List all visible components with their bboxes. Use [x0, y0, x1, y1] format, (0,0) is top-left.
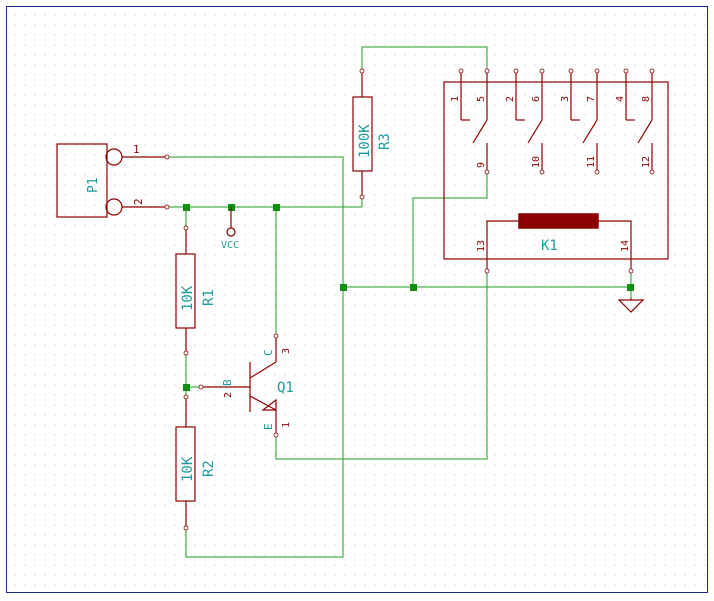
q1-emitter-label: E	[262, 423, 275, 430]
r1-ref-label: R1	[201, 289, 217, 306]
p1-ref-label: P1	[86, 177, 101, 193]
q1-ref-label: Q1	[277, 380, 294, 396]
connector-p1[interactable]: P1 1 2	[56, 143, 170, 218]
relay-pin-label-8: 8	[641, 96, 652, 102]
vcc-label: VCC	[221, 240, 239, 251]
r2-ref-label: R2	[201, 460, 217, 477]
r3-ref-label: R3	[377, 133, 393, 150]
p1-pin1-number: 1	[133, 143, 140, 156]
p1-pin2-number: 2	[132, 198, 145, 205]
relay-pin-label-10: 10	[531, 156, 542, 168]
resistor-r1[interactable]: 10K R1	[175, 225, 217, 356]
relay-pin-label-9: 9	[476, 162, 487, 168]
r3-value-label: 100K	[357, 124, 373, 158]
q1-base-label: B	[221, 379, 234, 386]
q1-collector-label: C	[262, 349, 275, 356]
r2-value-label: 10K	[180, 456, 196, 482]
relay-pin-label-6: 6	[531, 96, 542, 102]
relay-coil	[484, 213, 634, 274]
relay-pin-label-7: 7	[586, 96, 597, 102]
transistor-q1[interactable]: Q1 B 2 C 3 E 1	[198, 333, 294, 438]
k1-ref-label: K1	[541, 238, 558, 254]
relay-pin-label-2: 2	[505, 96, 516, 102]
vcc-power-symbol[interactable]: VCC	[221, 207, 239, 251]
resistor-r3[interactable]: 100K R3	[352, 68, 393, 200]
relay-top-pins	[458, 68, 655, 82]
relay-pin-label-3: 3	[560, 96, 571, 102]
ground-icon[interactable]	[617, 298, 645, 313]
relay-k1[interactable]: 1 5 2 6 3 7 4 8	[443, 68, 669, 274]
relay-pin-label-5: 5	[476, 96, 487, 102]
relay-pin-label-11: 11	[586, 156, 597, 168]
q1-base-pin: 2	[223, 392, 234, 398]
relay-pin-label-4: 4	[615, 96, 626, 102]
relay-pin-label-12: 12	[641, 156, 652, 168]
sheet-border	[6, 6, 708, 593]
r1-value-label: 10K	[180, 285, 196, 311]
q1-collector-pin: 3	[281, 348, 292, 354]
wires	[167, 46, 632, 558]
relay-pin-label-1: 1	[450, 96, 461, 102]
q1-emitter-pin: 1	[281, 422, 292, 428]
relay-coil-pin-14: 14	[620, 240, 631, 252]
relay-switch-contacts	[460, 82, 655, 175]
relay-coil-pin-13: 13	[476, 240, 487, 252]
resistor-r2[interactable]: 10K R2	[175, 394, 217, 531]
